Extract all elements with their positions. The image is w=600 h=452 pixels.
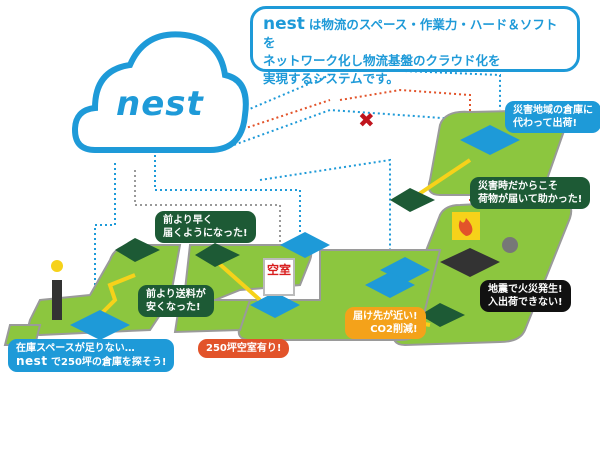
callout-line: CO2削減! — [370, 324, 418, 335]
callout-line: 入出荷できない! — [488, 297, 563, 308]
person-figure — [52, 280, 62, 320]
warehouse-tile — [250, 292, 300, 318]
network-line — [219, 108, 471, 151]
network-line — [154, 150, 301, 240]
lightbulb-icon — [51, 260, 63, 272]
delivery-route — [93, 273, 136, 322]
network-line — [199, 74, 331, 131]
warehouse-fire-tile — [440, 248, 500, 277]
house-tile — [195, 243, 240, 267]
callout-fire: 地震で火災発生! 入出荷できない! — [480, 280, 571, 312]
callout-line: 安くなった! — [146, 302, 201, 313]
smoke-icon — [502, 237, 518, 253]
callout-vacancy: 250坪空室有り! — [198, 339, 290, 358]
intro-line: ネットワーク化し物流基盤のクラウド化を — [263, 53, 501, 68]
cloud-logo — [71, 31, 249, 153]
callout-line: 前より送料が — [146, 289, 206, 300]
callout-line: 地震で火災発生! — [488, 284, 563, 295]
nest-brand: nest — [16, 354, 48, 368]
network-line — [134, 170, 281, 258]
house-tile — [115, 238, 160, 262]
callout-disaster-help: 災害時だからこそ 荷物が届いて助かった! — [470, 177, 591, 209]
warehouse-tile — [460, 125, 520, 155]
callout-search: 在庫スペースが足りない… nest で250坪の倉庫を探そう! — [8, 339, 175, 372]
network-line — [259, 158, 391, 320]
callout-faster: 前より早く 届くようになった! — [155, 211, 256, 243]
callout-line: 在庫スペースが足りない… — [16, 343, 135, 354]
vacancy-sign: 空室 — [263, 258, 295, 296]
delivery-route — [213, 258, 262, 302]
nest-logo: nest — [116, 84, 204, 124]
network-line — [94, 160, 116, 325]
callout-cheaper: 前より送料が 安くなった! — [138, 285, 214, 317]
intro-line: 実現するシステムです。 — [263, 71, 399, 86]
intro-line: は物流のスペース・作業力・ハード＆ソフトを — [263, 17, 558, 50]
warehouse-tile — [70, 310, 130, 340]
warehouse-tile — [365, 272, 415, 298]
callout-line: 届くようになった! — [163, 228, 248, 239]
nest-brand: nest — [263, 14, 305, 34]
callout-line: 前より早く — [163, 215, 213, 226]
callout-line: 届け先が近い! — [353, 311, 418, 322]
house-tile — [390, 188, 435, 212]
warehouse-tile — [280, 232, 330, 258]
fire-icon — [458, 218, 473, 236]
callout-line: 災害時だからこそ — [478, 181, 558, 192]
house-tile — [420, 303, 465, 327]
callout-co2: 届け先が近い! CO2削減! — [345, 307, 426, 339]
callout-disaster-warehouse: 災害地域の倉庫に 代わって出荷! — [505, 101, 600, 133]
broken-link-x-icon: ✖ — [358, 108, 375, 132]
callout-line: 災害地域の倉庫に — [513, 105, 593, 116]
callout-line: 代わって出荷! — [513, 118, 578, 129]
callout-line: で250坪の倉庫を探そう! — [51, 357, 167, 368]
callout-line: 荷物が届いて助かった! — [478, 194, 583, 205]
